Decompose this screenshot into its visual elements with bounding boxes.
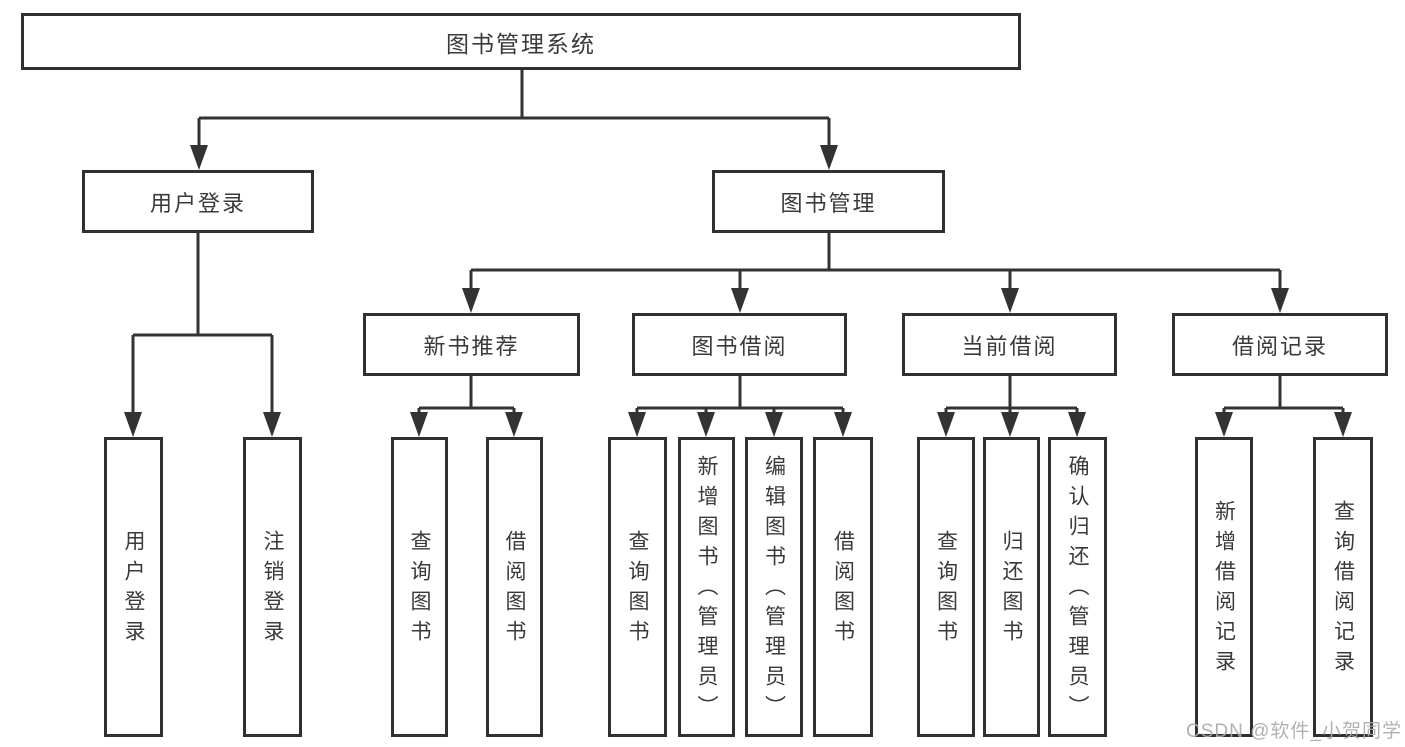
arrowhead-icon <box>1334 412 1352 437</box>
node-book-management: 图书管理 <box>712 170 945 233</box>
leaf-current-confirm-return-admin: 确认归还（管理员） <box>1048 437 1107 737</box>
node-new-book-recommend: 新书推荐 <box>363 313 580 376</box>
node-book-borrowing: 图书借阅 <box>632 313 847 376</box>
arrowhead-icon <box>1001 412 1019 437</box>
leaf-current-query-books: 查询图书 <box>917 437 975 737</box>
csdn-watermark: CSDN @软件_小贺同学 <box>1186 721 1402 742</box>
leaf-recommend-query-books: 查询图书 <box>391 437 448 737</box>
leaf-recommend-borrow-books: 借阅图书 <box>486 437 543 737</box>
connector-current-borrowing-branch <box>944 376 1079 417</box>
leaf-borrowing-add-books-admin: 新增图书（管理员） <box>678 437 735 737</box>
arrowhead-icon <box>820 145 838 170</box>
arrowheads <box>124 145 1352 437</box>
leaf-borrowing-borrow-books: 借阅图书 <box>813 437 873 737</box>
arrowhead-icon <box>263 412 281 437</box>
arrowhead-icon <box>462 288 480 313</box>
node-borrowing-records: 借阅记录 <box>1172 313 1388 376</box>
connector-book-management-branch <box>469 233 1282 293</box>
leaf-borrowing-edit-books-admin: 编辑图书（管理员） <box>745 437 803 737</box>
leaf-records-add-borrow-record: 新增借阅记录 <box>1195 437 1253 737</box>
node-current-borrowing: 当前借阅 <box>902 313 1117 376</box>
connector-new-book-recommend-branch <box>417 376 516 417</box>
connector-borrowing-records-branch <box>1222 376 1345 417</box>
arrowhead-icon <box>765 412 783 437</box>
arrowhead-icon <box>505 412 523 437</box>
arrowhead-icon <box>697 412 715 437</box>
connector-book-borrowing-branch <box>635 376 845 417</box>
arrowhead-icon <box>937 412 955 437</box>
arrowhead-icon <box>124 412 142 437</box>
leaf-logout: 注销登录 <box>243 437 302 737</box>
connector-user-login-branch <box>131 233 274 417</box>
arrowhead-icon <box>834 412 852 437</box>
leaf-current-return-books: 归还图书 <box>983 437 1040 737</box>
arrowhead-icon <box>1215 412 1233 437</box>
leaf-borrowing-query-books: 查询图书 <box>608 437 667 737</box>
arrowhead-icon <box>628 412 646 437</box>
leaf-user-login: 用户登录 <box>104 437 163 737</box>
arrowhead-icon <box>410 412 428 437</box>
node-user-login: 用户登录 <box>82 170 314 233</box>
arrowhead-icon <box>190 145 208 170</box>
arrowhead-icon <box>1001 288 1019 313</box>
connector-root-to-level2 <box>197 70 831 150</box>
leaf-records-query-borrow-record: 查询借阅记录 <box>1313 437 1373 737</box>
arrowhead-icon <box>731 288 749 313</box>
node-root-book-management-system: 图书管理系统 <box>21 13 1021 70</box>
arrowhead-icon <box>1271 288 1289 313</box>
arrowhead-icon <box>1068 412 1086 437</box>
